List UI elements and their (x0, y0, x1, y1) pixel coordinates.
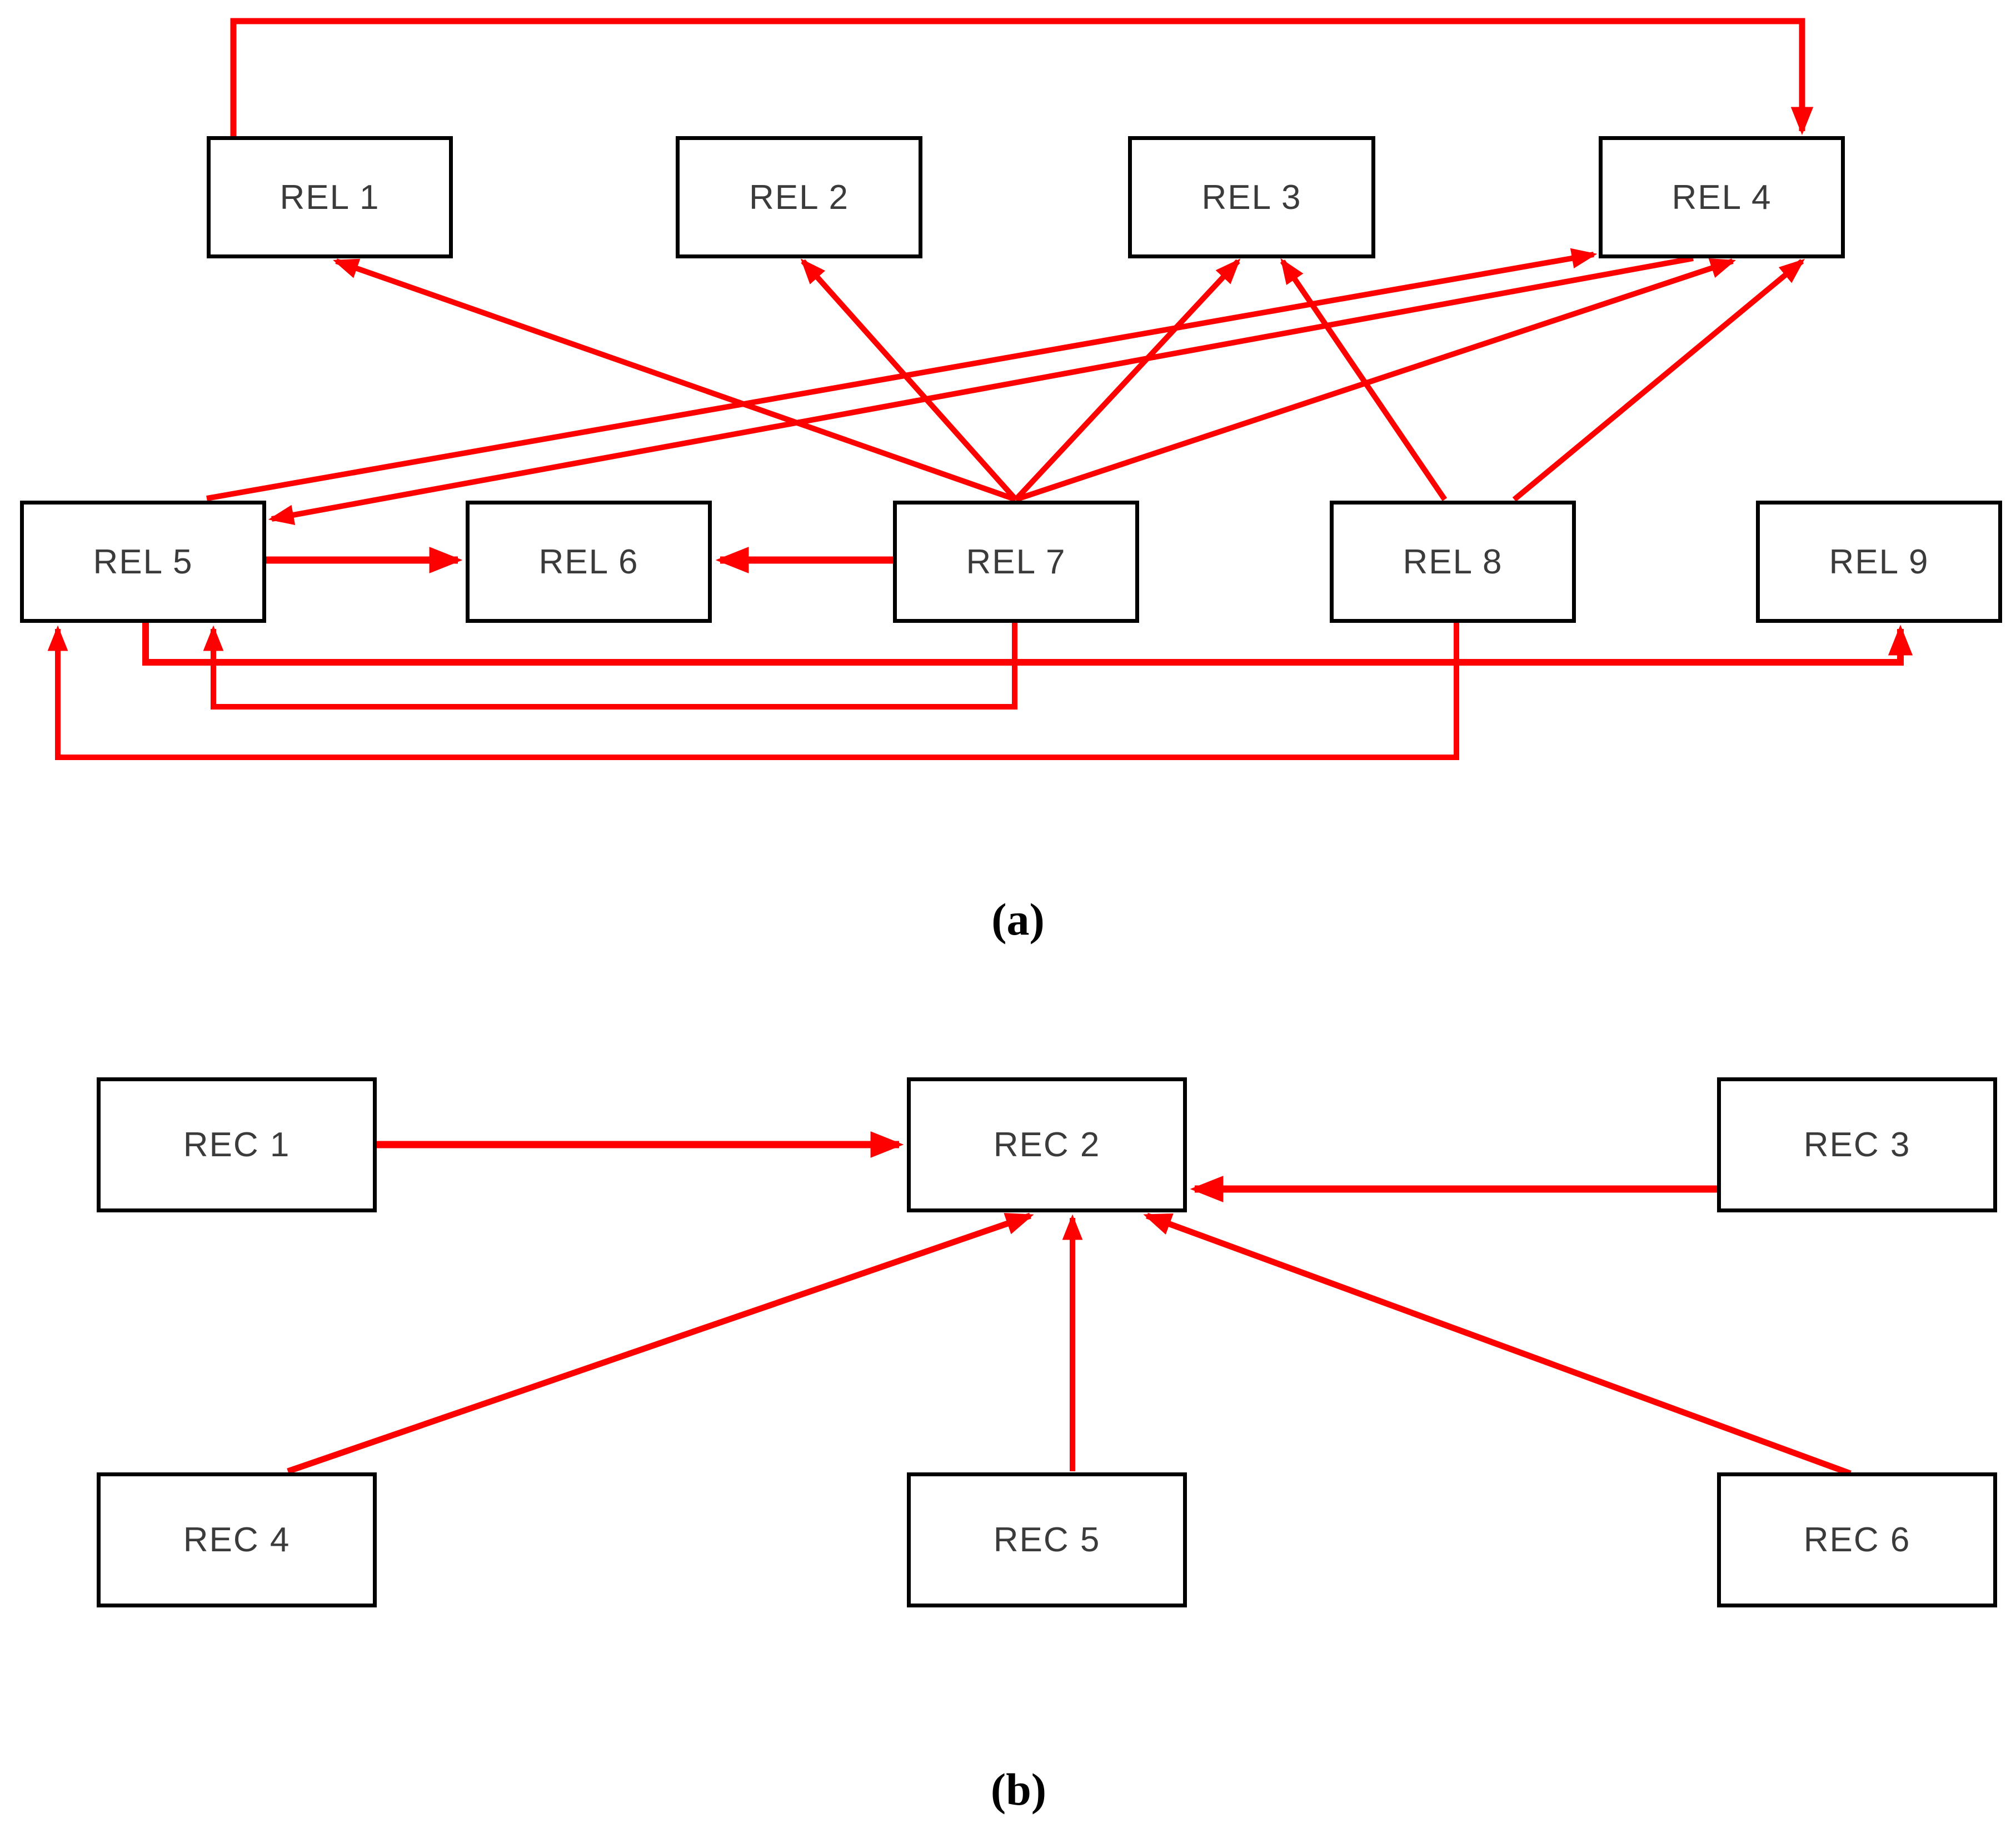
node-label: REC 5 (993, 1521, 1101, 1559)
node-label: REL 8 (1403, 542, 1503, 581)
node-rel-6: REL 6 (466, 501, 712, 623)
edge-rel1-rel4 (230, 18, 1814, 136)
node-rel-8: REL 8 (1330, 501, 1576, 623)
edge-rel5-rel4 (206, 248, 1598, 501)
node-rec-2: REC 2 (907, 1077, 1187, 1212)
node-rel-1: REL 1 (207, 136, 453, 258)
node-rec-5: REC 5 (907, 1472, 1187, 1607)
node-rel-2: REL 2 (676, 136, 922, 258)
node-label: REL 4 (1671, 178, 1772, 217)
node-rel-3: REL 3 (1128, 136, 1375, 258)
node-rec-4: REC 4 (97, 1472, 377, 1607)
edge-rel5-rel9 (142, 623, 1913, 666)
node-label: REL 5 (93, 542, 193, 581)
edge-rel7-rel3 (1014, 258, 1241, 502)
node-label: REL 1 (280, 178, 380, 217)
edge-rec6-rec2 (1143, 1212, 1852, 1477)
node-rec-3: REC 3 (1717, 1077, 1997, 1212)
node-label: REC 1 (183, 1126, 291, 1164)
node-rel-4: REL 4 (1599, 136, 1845, 258)
edge-rel8-rel5 (47, 623, 1459, 760)
node-rec-1: REC 1 (97, 1077, 377, 1212)
edge-rel7-rel4 (1015, 258, 1736, 502)
edge-rel7-rel5 (203, 623, 1017, 710)
edge-rel8-rel3 (1280, 258, 1448, 501)
edge-rec4-rec2 (287, 1212, 1034, 1475)
node-label: REL 6 (538, 542, 639, 581)
node-label: REL 2 (748, 178, 849, 217)
panel-a-label: (a) (991, 894, 1045, 945)
node-rel-5: REL 5 (20, 501, 266, 623)
edge-rel8-rel4 (1512, 258, 1805, 502)
edge-rel4-rel5 (268, 256, 1694, 525)
panel-b-label: (b) (990, 1764, 1047, 1815)
node-label: REL 3 (1201, 178, 1302, 217)
node-label: REC 2 (993, 1126, 1101, 1164)
node-label: REC 4 (183, 1521, 291, 1559)
node-label: REL 9 (1829, 542, 1929, 581)
node-label: REC 6 (1803, 1521, 1911, 1559)
node-rel-9: REL 9 (1756, 501, 2002, 623)
node-label: REC 3 (1803, 1126, 1911, 1164)
node-rel-7: REL 7 (893, 501, 1139, 623)
edge-rel7-rel1 (332, 258, 1017, 502)
edge-rel7-rel2 (800, 258, 1018, 502)
node-rec-6: REC 6 (1717, 1472, 1997, 1607)
node-label: REL 7 (966, 542, 1066, 581)
